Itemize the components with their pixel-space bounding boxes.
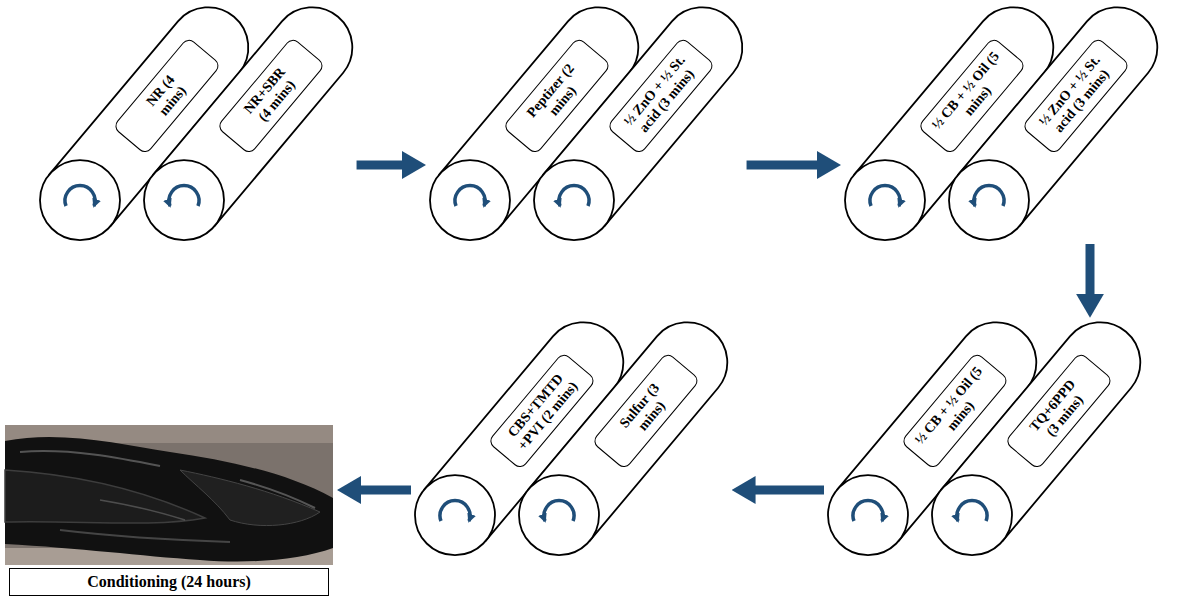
mill-roller: NR+SBR (4 mins) [144, 7, 353, 240]
conditioning-step: Conditioning (24 hours) [5, 425, 333, 600]
rotation-arrow [559, 186, 589, 206]
roller-end [845, 160, 925, 240]
mill-roller: ½ ZnO + ½ St. acid (3 mins) [949, 7, 1158, 240]
mill-roller: TQ+6PPD (3 mins) [932, 322, 1141, 555]
rotation-arrow [544, 501, 574, 521]
roller-end [519, 475, 599, 555]
rubber-highlight [60, 530, 230, 542]
step-label: Conditioning (24 hours) [10, 573, 328, 591]
rotation-arrow [65, 186, 95, 206]
flow-arrow [747, 161, 823, 170]
rubber-highlight [100, 500, 185, 520]
rotation-arrow [853, 501, 883, 521]
roller-end [534, 160, 614, 240]
rubber-fold [180, 470, 320, 526]
rotation-arrow [870, 186, 900, 206]
roller-end [430, 160, 510, 240]
rotation-arrow [957, 501, 987, 521]
rubber-highlight [240, 480, 315, 508]
rotation-arrow [440, 501, 470, 521]
roller-end [949, 160, 1029, 240]
rubber-sheet [5, 437, 333, 562]
flow-arrow [750, 486, 824, 495]
rubber-fold [5, 470, 205, 523]
rotation-arrow [974, 186, 1004, 206]
roller-end [932, 475, 1012, 555]
roller-end [144, 160, 224, 240]
mill-roller: ½ ZnO + ½ St. acid (3 mins) [534, 7, 743, 240]
roller-end [40, 160, 120, 240]
rotation-arrow [455, 186, 485, 206]
rubber-highlight [20, 451, 160, 466]
roller-end [828, 475, 908, 555]
rotation-arrow [169, 186, 199, 206]
roller-end [415, 475, 495, 555]
flow-arrow [1086, 244, 1095, 300]
mill-roller: Sulfur (3 mins) [519, 322, 728, 555]
caption-box: Conditioning (24 hours) [9, 568, 329, 596]
flow-arrow [355, 486, 411, 495]
flow-arrow [357, 161, 408, 170]
photo-background [5, 425, 333, 565]
